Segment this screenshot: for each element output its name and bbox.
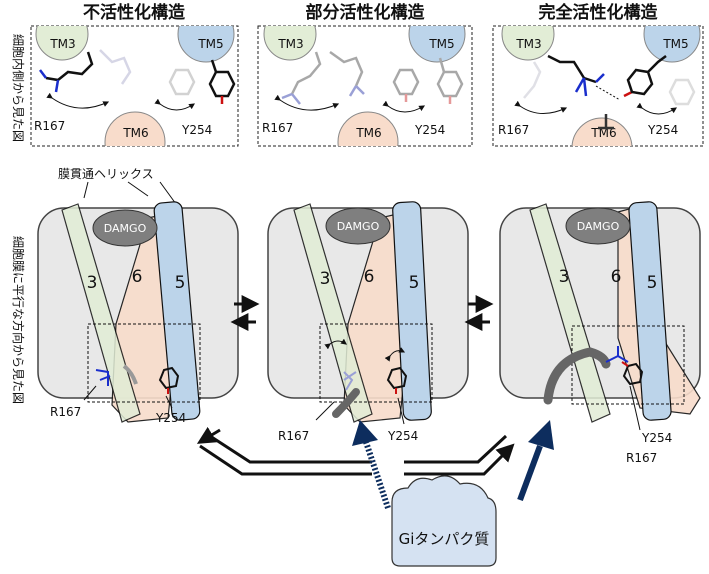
- tm5-circle: [177, 26, 235, 63]
- top-panel-inactive: TM3 TM5 TM6 R167 Y254: [30, 25, 239, 147]
- helix-3: [61, 203, 141, 423]
- g-protein-arrows: [352, 420, 554, 509]
- helix-label: 膜貫通ヘリックス: [58, 167, 154, 181]
- tm3-label: TM3: [515, 37, 541, 51]
- damgo-label: DAMGO: [337, 220, 380, 233]
- tm6-circle: [104, 111, 166, 146]
- g-protein: Giタンパク質: [391, 475, 497, 567]
- equilibrium-arrows-2: [464, 295, 494, 331]
- g-protein-pathway-arrows: [196, 426, 515, 476]
- y254-label: Y254: [155, 411, 186, 425]
- helix-5: [153, 201, 201, 421]
- tm3-label: TM3: [49, 37, 75, 51]
- tm6-label: TM6: [122, 126, 148, 140]
- y254-label: Y254: [387, 429, 418, 443]
- title-partial: 部分活性化構造: [306, 2, 426, 23]
- helix-5-number: 5: [175, 273, 186, 293]
- damgo-ligand: [92, 209, 158, 247]
- helix-3-number: 3: [87, 273, 98, 293]
- damgo-label: DAMGO: [104, 222, 147, 235]
- y254-label: Y254: [414, 123, 445, 137]
- tm5-label: TM5: [197, 37, 223, 51]
- side-panel-partial: DAMGO 3 6 5 R167 Y254: [267, 201, 469, 443]
- helix-6-number: 6: [132, 267, 143, 287]
- damgo-label: DAMGO: [577, 220, 620, 233]
- side-panel-full: DAMGO 3 6 5 Y254 R167: [499, 201, 701, 465]
- r167-sidechain: [547, 54, 597, 84]
- title-inactive: 不活性化構造: [83, 2, 186, 23]
- y254-label: Y254: [641, 431, 672, 445]
- label-side-view: 細胞膜に平行な方向から見た図: [11, 236, 26, 404]
- r167-label: R167: [278, 429, 309, 443]
- top-panel-partial: TM3 TM5 TM6 R167 Y254: [257, 25, 473, 147]
- helix-3-number: 3: [559, 267, 570, 287]
- r167-label: R167: [34, 119, 65, 133]
- helix-6-number: 6: [611, 267, 622, 287]
- helix-5-number: 5: [409, 273, 420, 293]
- title-full: 完全活性化構造: [539, 2, 659, 23]
- y254-ring: [208, 70, 236, 98]
- top-panel-full: TM3 TM5 TM6 R167 Y254: [492, 25, 704, 147]
- helix-3-number: 3: [320, 269, 331, 289]
- tm5-label: TM5: [662, 37, 688, 51]
- g-protein-label: Giタンパク質: [399, 530, 490, 548]
- tm3-circle: [35, 26, 89, 61]
- equilibrium-arrows-1: [230, 295, 260, 331]
- r167-label: R167: [498, 123, 529, 137]
- tm6-label: TM6: [590, 126, 616, 140]
- side-panel-inactive: DAMGO 3 6 5 R167 Y254: [37, 201, 239, 425]
- tm3-label: TM3: [277, 37, 303, 51]
- tm5-label: TM5: [428, 37, 454, 51]
- tm6-label: TM6: [355, 126, 381, 140]
- g-protein-cloud: [391, 475, 497, 567]
- r167-label: R167: [50, 405, 81, 419]
- helix-5-number: 5: [647, 273, 658, 293]
- r167-label: R167: [626, 451, 657, 465]
- helix-6-number: 6: [364, 267, 375, 287]
- y254-label: Y254: [647, 123, 678, 137]
- y254-label: Y254: [181, 123, 212, 137]
- r167-label: R167: [262, 121, 293, 135]
- r167-sidechain: [45, 51, 94, 82]
- label-top-view: 細胞内側から見た図: [11, 34, 25, 142]
